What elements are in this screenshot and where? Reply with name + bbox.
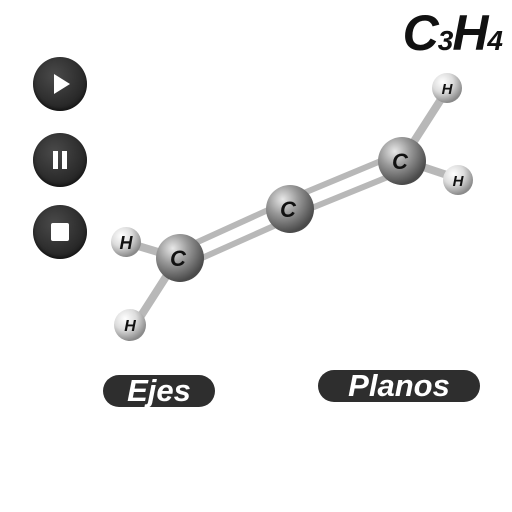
svg-text:H: H bbox=[453, 173, 465, 190]
svg-text:H: H bbox=[124, 318, 136, 335]
formula-carbon-count: 3 bbox=[437, 25, 454, 56]
svg-text:H: H bbox=[442, 81, 454, 98]
play-icon bbox=[54, 74, 70, 94]
atom-c3: C bbox=[378, 137, 426, 185]
axes-button-label: Ejes bbox=[127, 372, 191, 408]
formula-hydrogen-count: 4 bbox=[487, 25, 503, 56]
pause-button[interactable] bbox=[33, 133, 87, 187]
svg-text:H: H bbox=[120, 233, 134, 253]
svg-text:C: C bbox=[280, 197, 297, 222]
atom-h1: H bbox=[111, 227, 141, 257]
stop-button[interactable] bbox=[33, 205, 87, 259]
molecular-formula: C3H4 bbox=[402, 5, 503, 61]
play-button[interactable] bbox=[33, 57, 87, 111]
formula-carbon: C bbox=[402, 5, 439, 61]
atom-c1: C bbox=[156, 234, 204, 282]
formula-hydrogen: H bbox=[452, 5, 488, 61]
planes-button[interactable]: Planos bbox=[318, 370, 480, 402]
atom-h4: H bbox=[443, 165, 473, 195]
axes-button[interactable]: Ejes bbox=[103, 375, 215, 407]
atom-h3: H bbox=[432, 73, 462, 103]
atom-c2: C bbox=[266, 185, 314, 233]
stop-icon bbox=[51, 223, 69, 241]
pause-icon bbox=[53, 151, 67, 169]
atom-h2: H bbox=[114, 309, 146, 341]
svg-text:C: C bbox=[170, 246, 187, 271]
svg-text:C: C bbox=[392, 149, 409, 174]
planes-button-label: Planos bbox=[348, 367, 450, 403]
